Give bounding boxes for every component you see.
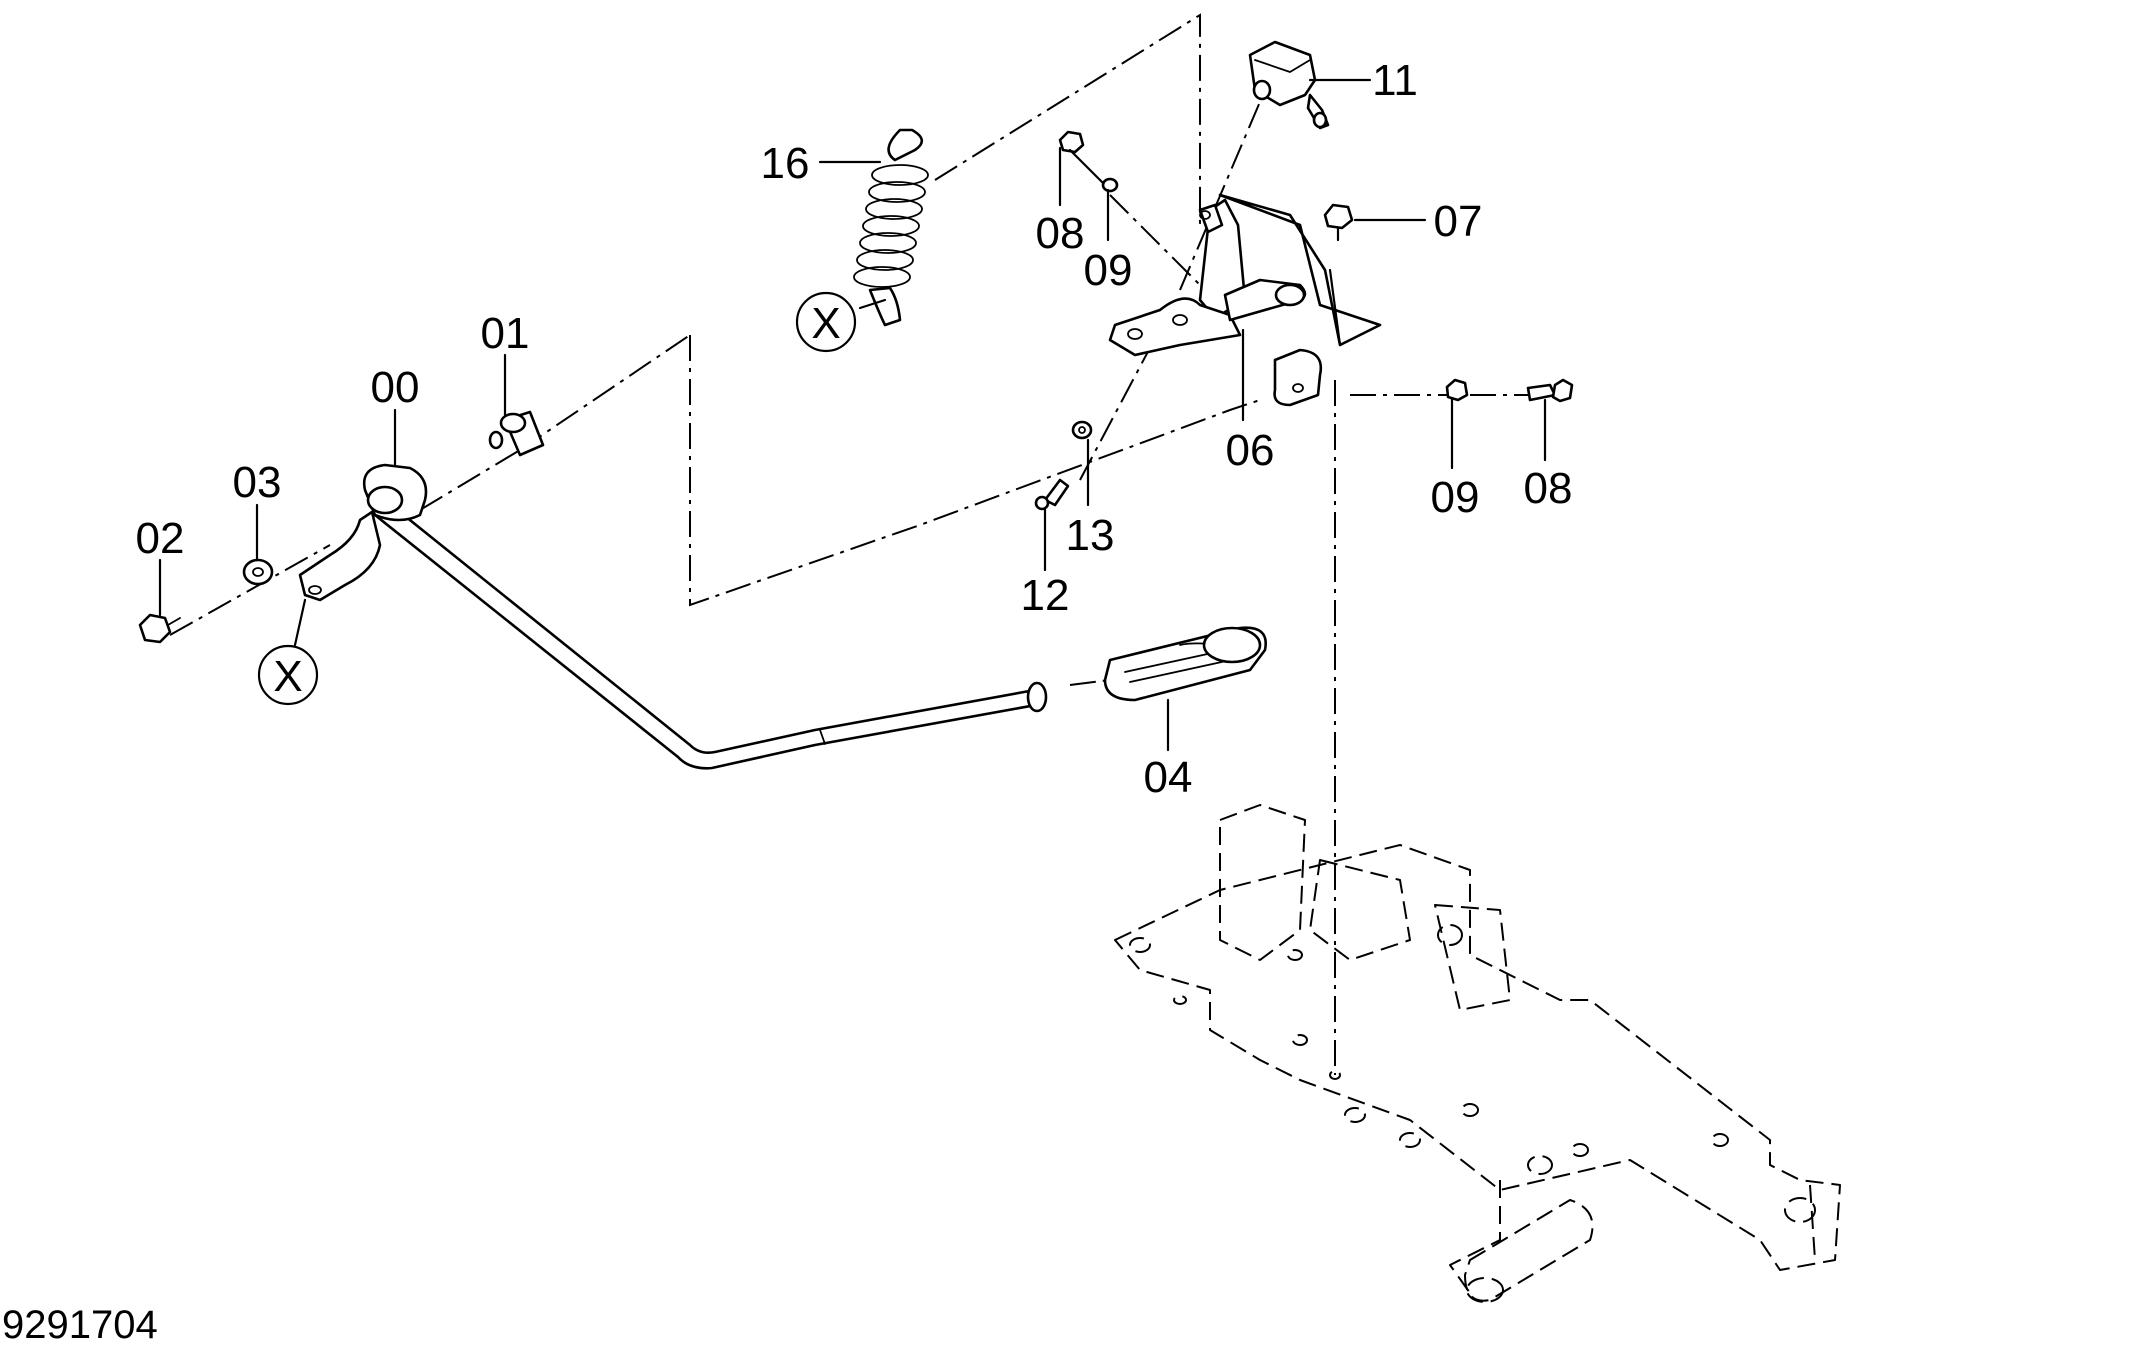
washer-09-top [1101, 177, 1119, 193]
pedal-arm [298, 463, 1048, 770]
callout-04: 04 [1144, 753, 1193, 802]
bolt-08-right [1526, 378, 1574, 403]
spring [853, 128, 929, 327]
bolt-08-top [1058, 130, 1107, 187]
callout-02: 02 [136, 514, 185, 563]
washer-13 [1071, 420, 1093, 440]
leader-lines [158, 78, 1547, 752]
callout-13: 13 [1066, 511, 1115, 560]
callout-11: 11 [1372, 56, 1418, 105]
callout-09-top: 09 [1084, 246, 1133, 295]
callout-16: 16 [761, 139, 810, 188]
callout-08-right: 08 [1524, 464, 1573, 513]
reference-mark-spring-label: X [811, 299, 840, 348]
bracket [1108, 193, 1382, 407]
reference-mark-pedal-label: X [273, 652, 302, 701]
callout-00: 00 [371, 363, 420, 412]
callout-03: 03 [233, 458, 282, 507]
washer [242, 558, 274, 586]
reference-mark-spring: X [795, 291, 857, 353]
pin-12 [1034, 478, 1070, 511]
callout-12: 12 [1021, 571, 1070, 620]
callout-06: 06 [1226, 426, 1275, 475]
callouts: 00 01 03 02 04 16 11 08 09 07 06 09 08 1… [136, 56, 1573, 802]
frame-outline [1114, 804, 1841, 1303]
nut-09-right [1445, 378, 1469, 402]
bolt-07 [1323, 203, 1354, 242]
switch [1248, 40, 1330, 130]
callout-01: 01 [481, 309, 530, 358]
figure-number: 9291704 [2, 1303, 158, 1345]
callout-09-right: 09 [1431, 473, 1480, 522]
reference-mark-pedal: X [257, 644, 319, 706]
callout-07: 07 [1434, 197, 1483, 246]
bolt-02 [138, 613, 181, 644]
callout-08-top: 08 [1036, 209, 1085, 258]
pedal-pad [1103, 626, 1267, 702]
assembly-lines [169, 13, 1530, 1075]
bushing [488, 410, 545, 457]
